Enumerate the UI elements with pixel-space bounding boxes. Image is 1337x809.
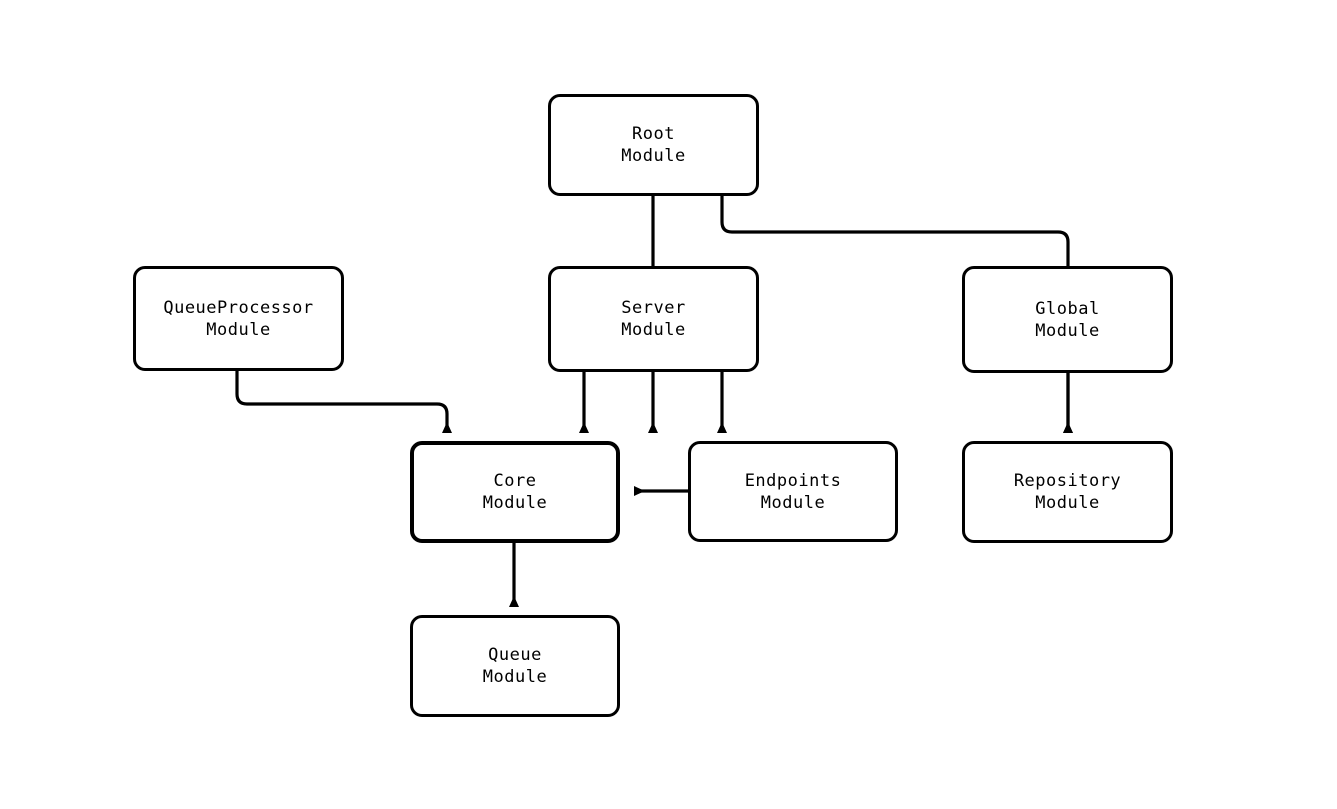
node-queueprocessor-title: QueueProcessor xyxy=(163,297,314,318)
edges-group xyxy=(235,196,1073,607)
node-global-subtitle: Module xyxy=(1035,320,1100,341)
node-queueprocessor-subtitle: Module xyxy=(206,319,271,340)
edge-queueprocessor-core xyxy=(235,371,452,433)
node-repository-title: Repository xyxy=(1013,471,1122,491)
node-endpoints-title: Endpoints xyxy=(744,470,842,491)
node-server-title: Server xyxy=(621,298,686,318)
node-repository-subtitle: Module xyxy=(1035,493,1100,513)
node-root-title: Root xyxy=(632,124,675,144)
node-queue-subtitle: Module xyxy=(482,667,548,687)
node-server-subtitle: Module xyxy=(621,320,686,340)
node-root-subtitle: Module xyxy=(621,146,686,166)
node-core-title: Core xyxy=(493,471,537,491)
node-endpoints-subtitle: Module xyxy=(760,492,826,513)
node-core-subtitle: Module xyxy=(482,493,548,513)
node-global-title: Global xyxy=(1035,298,1100,319)
node-queue-title: Queue xyxy=(488,645,542,665)
